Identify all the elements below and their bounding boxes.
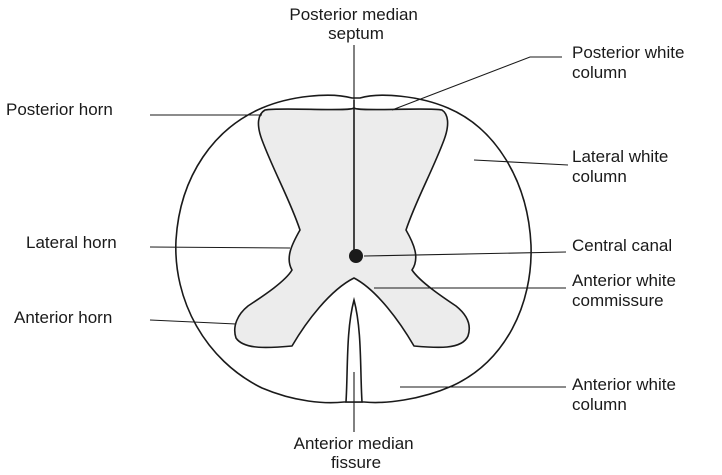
label-anterior-median-fissure: Anterior median fissure xyxy=(294,434,419,472)
label-posterior-horn: Posterior horn xyxy=(6,100,113,119)
label-anterior-white-column: Anterior white column xyxy=(572,375,681,414)
label-lateral-white-column: Lateral white column xyxy=(572,147,673,186)
label-anterior-horn: Anterior horn xyxy=(14,308,112,327)
label-posterior-median-septum: Posterior median septum xyxy=(289,5,422,43)
label-anterior-white-commissure: Anterior white commissure xyxy=(572,271,681,310)
label-central-canal: Central canal xyxy=(572,236,672,255)
label-lateral-horn: Lateral horn xyxy=(26,233,117,252)
label-posterior-white-column: Posterior white column xyxy=(572,43,689,82)
central-canal xyxy=(349,249,363,263)
